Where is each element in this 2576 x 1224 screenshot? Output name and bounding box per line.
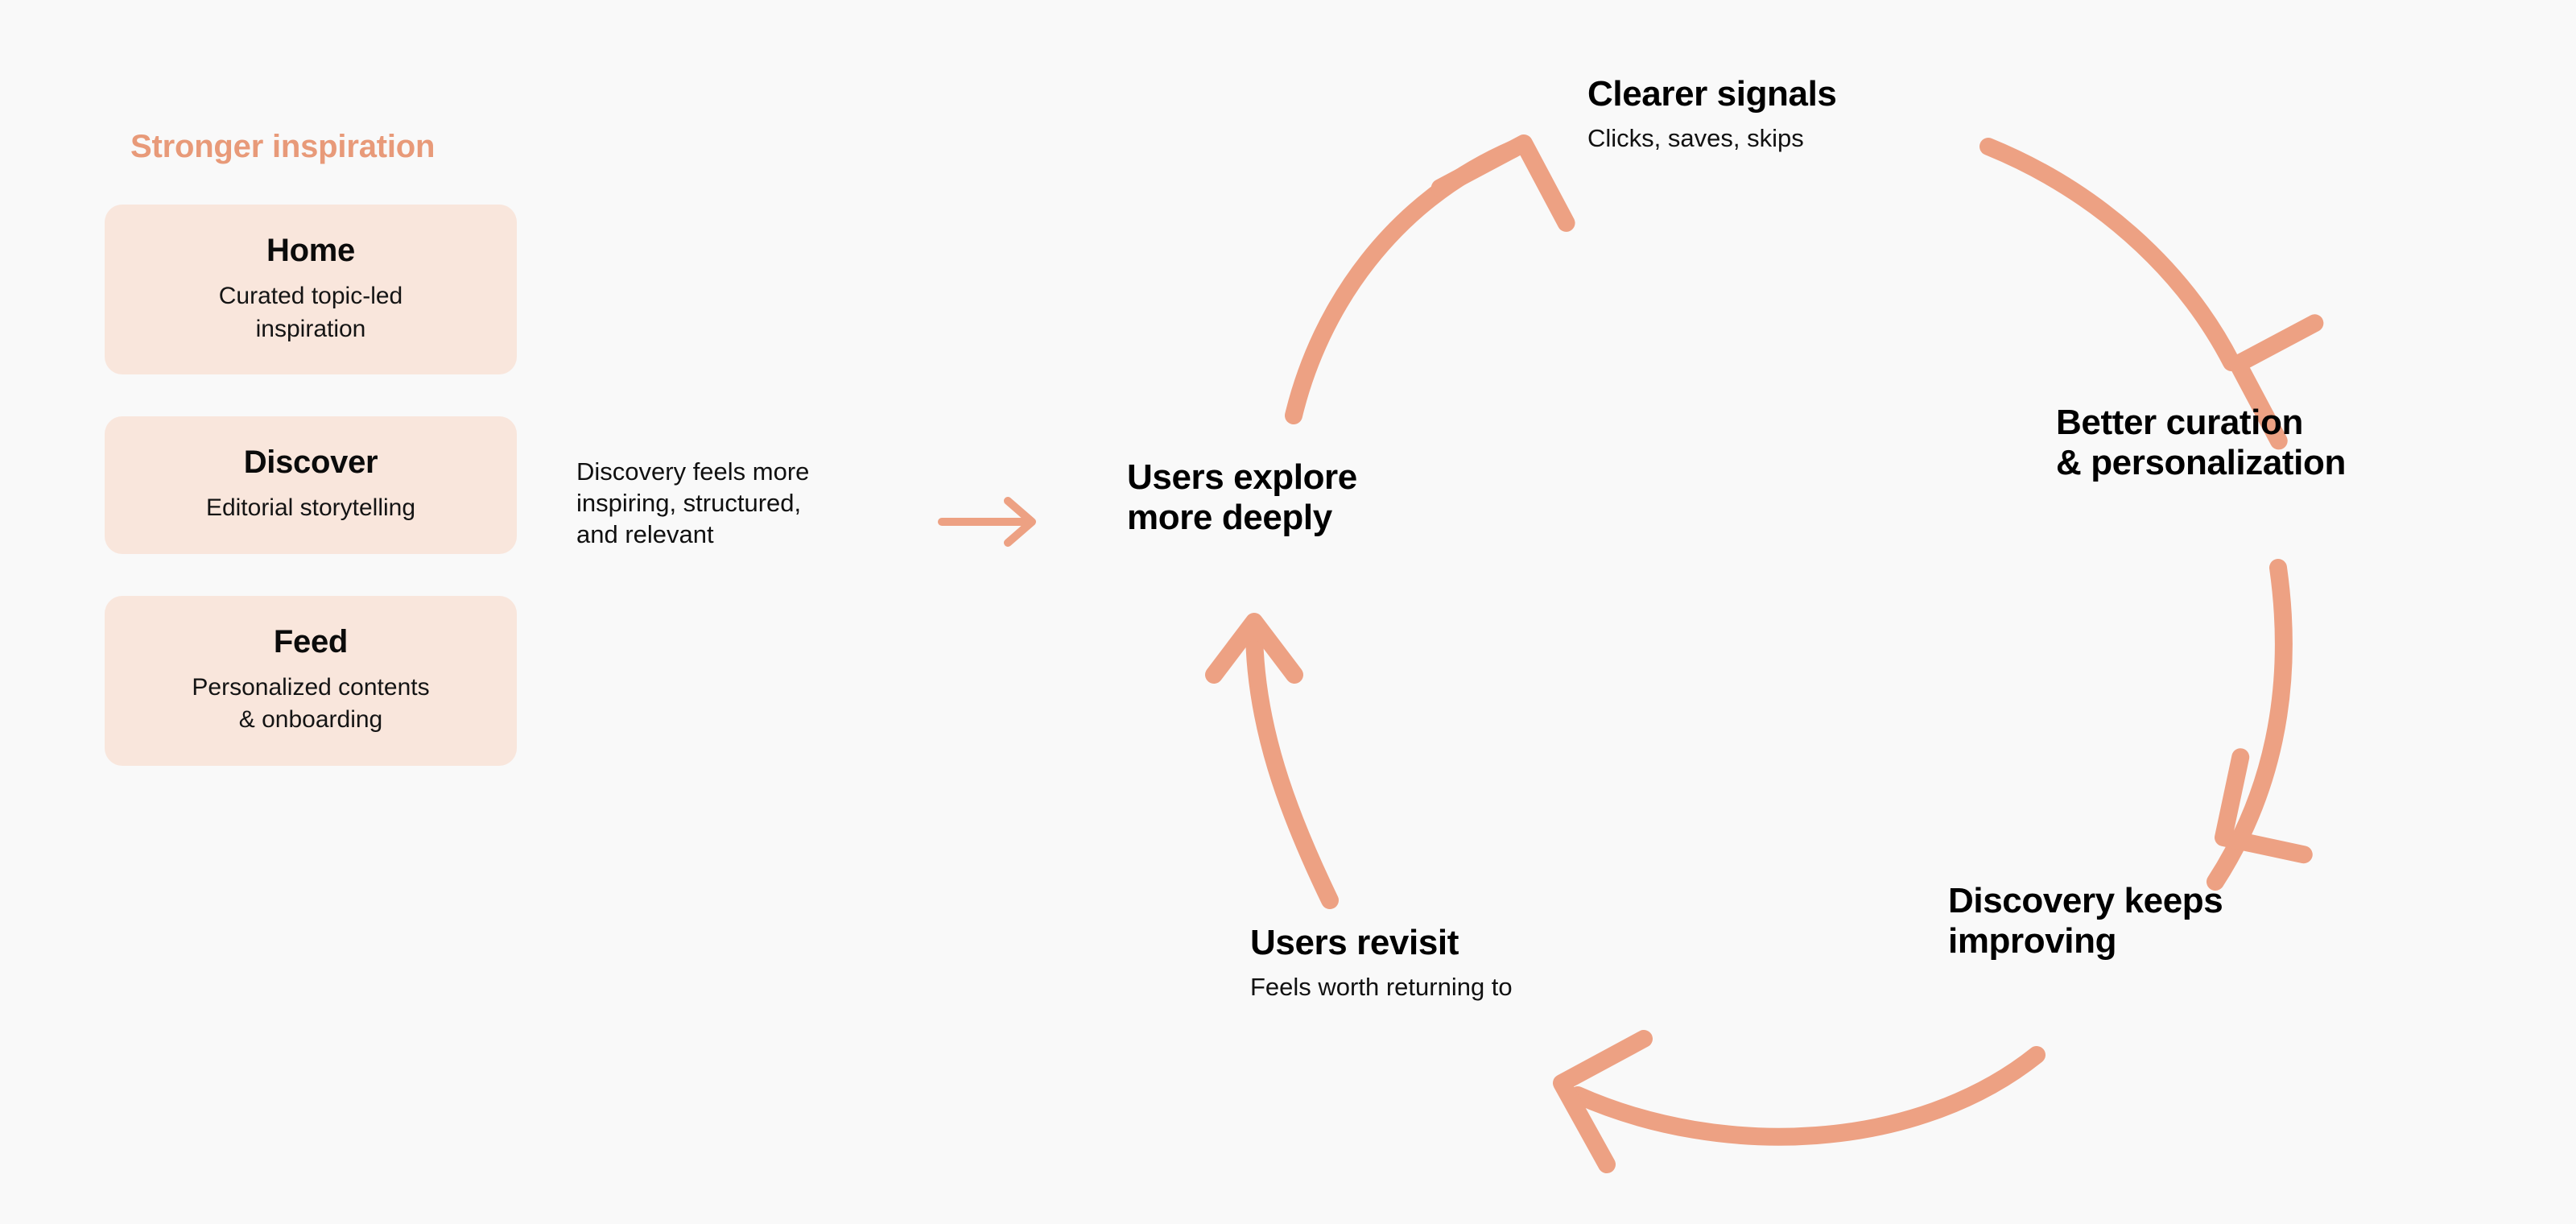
card-title: Discover bbox=[243, 445, 378, 480]
feature-card-home[interactable]: Home Curated topic-led inspiration bbox=[105, 205, 517, 374]
curved-arrow-left-icon bbox=[1553, 1030, 2046, 1173]
node-title: Users revisit bbox=[1250, 923, 1459, 962]
cycle-node-clearer-signals[interactable]: Clearer signals Clicks, saves, skips bbox=[1587, 74, 1837, 155]
card-title: Home bbox=[266, 233, 355, 268]
cycle-node-discovery-improving[interactable]: Discovery keeps improving bbox=[1948, 881, 2223, 961]
node-title: Clearer signals bbox=[1587, 74, 1837, 114]
straight-right-arrow-icon bbox=[938, 497, 1036, 547]
cycle-node-better-curation[interactable]: Better curation & personalization bbox=[2056, 403, 2346, 483]
feature-card-discover[interactable]: Discover Editorial storytelling bbox=[105, 416, 517, 554]
feature-card-feed[interactable]: Feed Personalized contents & onboarding bbox=[105, 595, 517, 766]
node-title: Users explore more deeply bbox=[1127, 457, 1357, 538]
connector-caption-block: Discovery feels more inspiring, structur… bbox=[576, 456, 898, 550]
curved-arrow-down-icon bbox=[2207, 559, 2313, 891]
node-title: Discovery keeps improving bbox=[1948, 881, 2223, 961]
curved-arrow-up-right-icon bbox=[1285, 134, 1575, 424]
connector-caption: Discovery feels more inspiring, structur… bbox=[576, 457, 810, 549]
node-title: Better curation & personalization bbox=[2056, 403, 2346, 483]
curved-arrow-down-right-icon bbox=[1979, 138, 2324, 450]
card-title: Feed bbox=[273, 623, 349, 660]
cycle-node-users-revisit[interactable]: Users revisit Feels worth returning to bbox=[1250, 923, 1513, 1003]
card-description: Editorial storytelling bbox=[205, 494, 416, 521]
node-subtitle: Feels worth returning to bbox=[1250, 973, 1513, 1002]
node-subtitle: Clicks, saves, skips bbox=[1587, 124, 1804, 153]
curved-arrow-up-icon bbox=[1205, 613, 1339, 909]
card-description: Curated topic-led inspiration bbox=[218, 283, 403, 342]
cycle-node-users-explore[interactable]: Users explore more deeply bbox=[1127, 457, 1357, 538]
left-panel: Stronger inspiration Home Curated topic-… bbox=[105, 129, 517, 766]
panel-heading: Stronger inspiration bbox=[130, 129, 436, 164]
card-description: Personalized contents & onboarding bbox=[192, 673, 430, 734]
